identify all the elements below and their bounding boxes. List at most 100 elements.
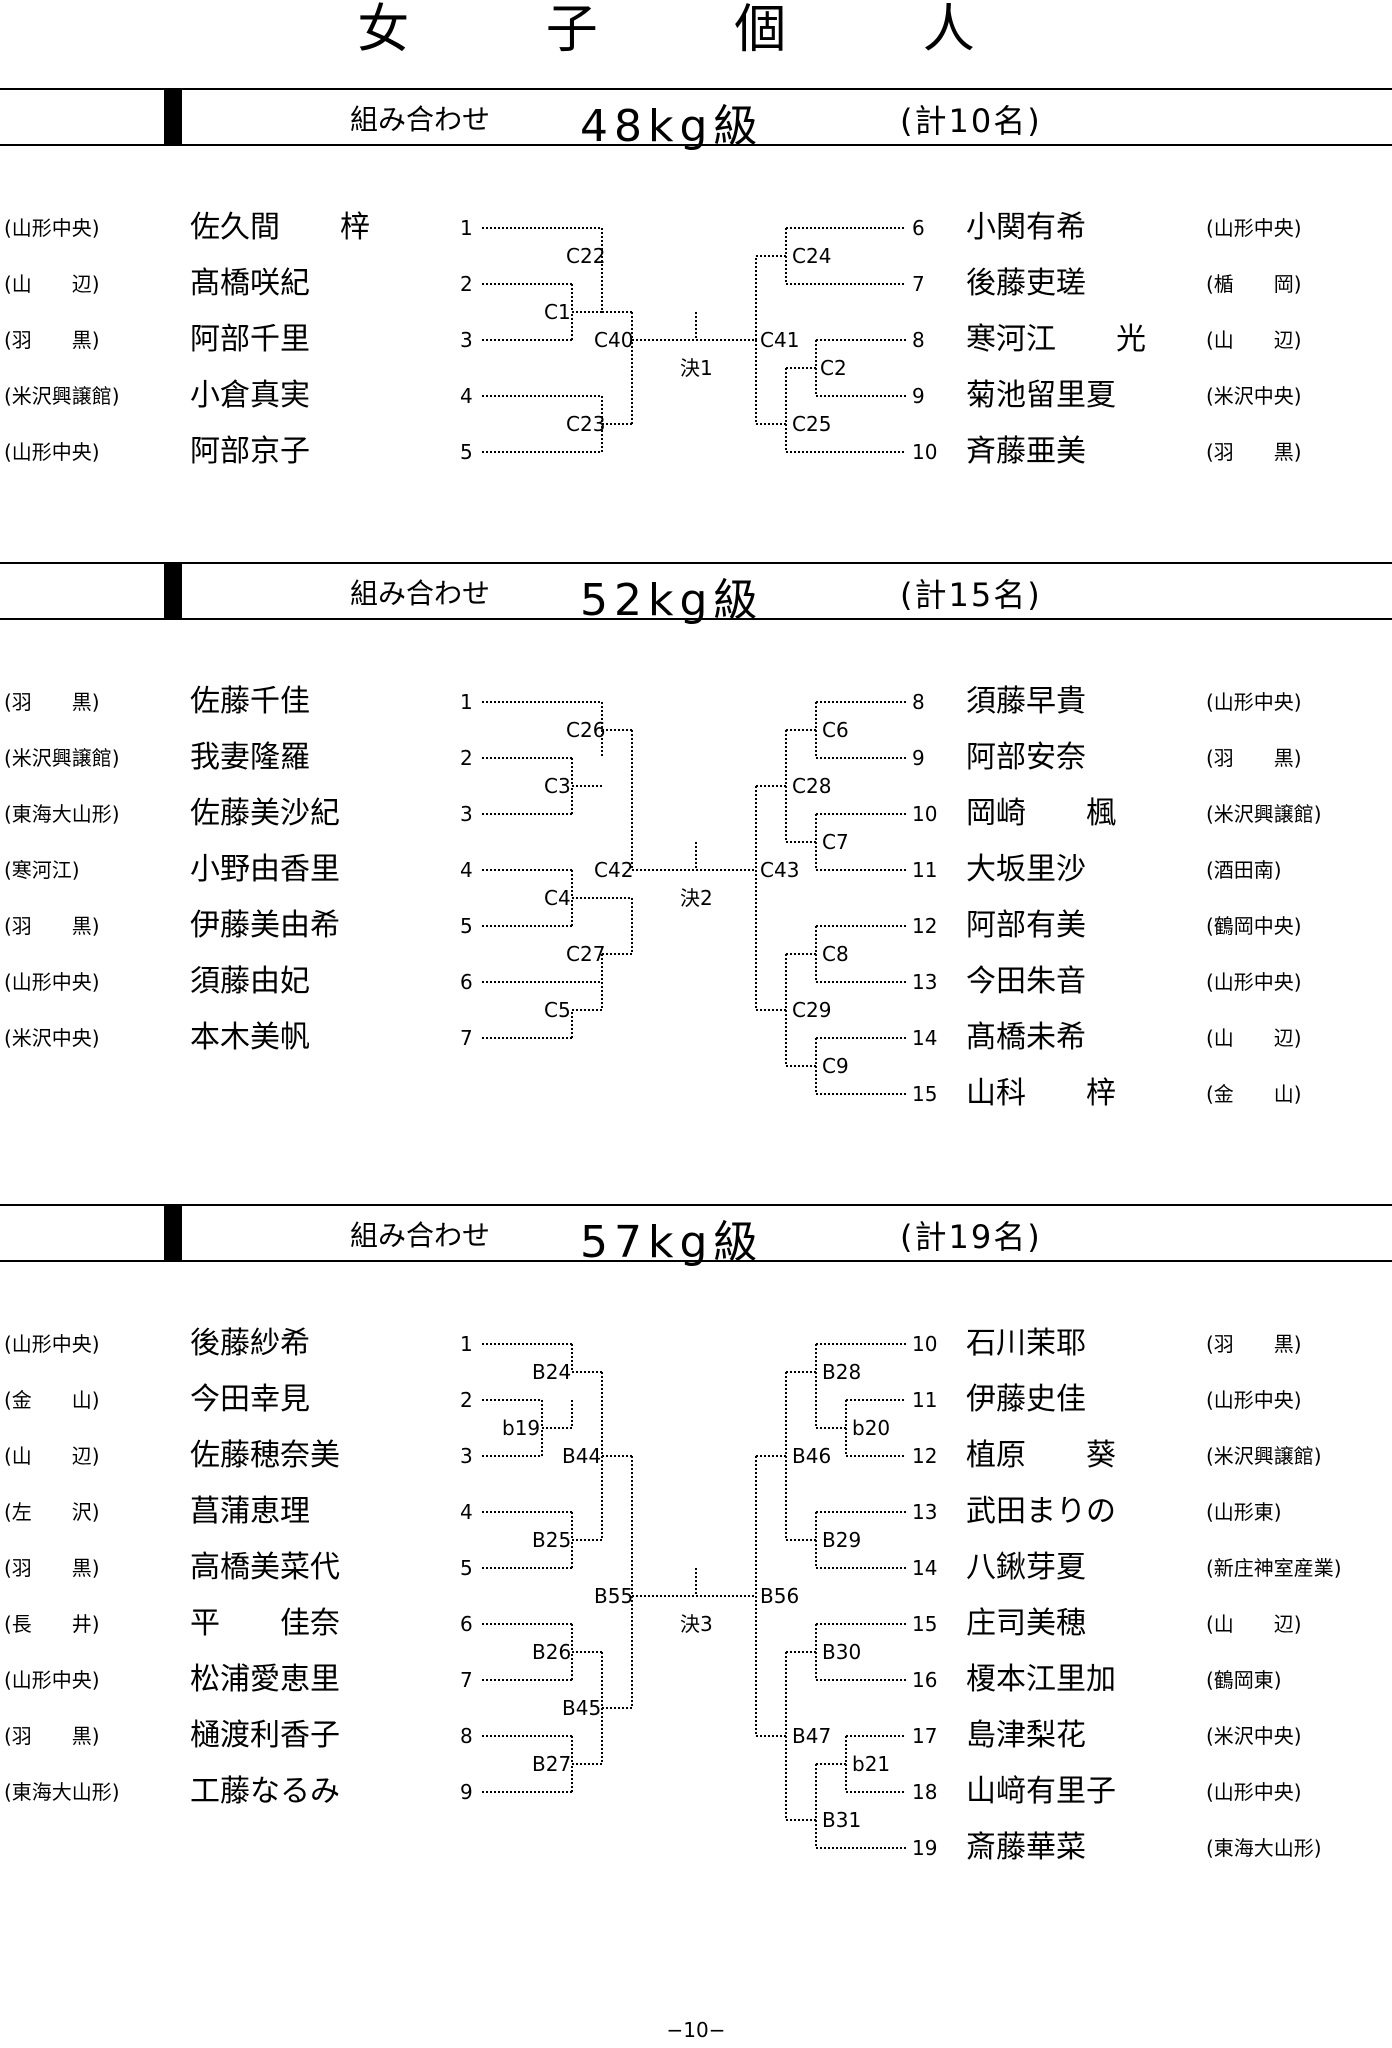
match-label: B44 <box>562 1444 602 1468</box>
entrant-name: 髙橋未希 <box>966 1020 1086 1055</box>
entrant-club: (長 井) <box>4 1612 100 1636</box>
entrant-name: 阿部千里 <box>190 322 310 357</box>
entrant-seed-number: 6 <box>912 216 925 240</box>
entrant-name: 須藤由妃 <box>190 964 310 999</box>
entrant-seed-number: 1 <box>460 690 473 714</box>
entrant-seed-number: 8 <box>912 690 925 714</box>
entrant-name: 庄司美穂 <box>966 1606 1086 1641</box>
entrant-club: (米沢興譲館) <box>4 384 120 408</box>
entrant-seed-number: 13 <box>912 1500 938 1524</box>
entrant-club: (山形中央) <box>1206 1388 1302 1412</box>
match-label: C3 <box>544 774 571 798</box>
match-label: C40 <box>594 328 634 352</box>
header-count: (計10名) <box>900 102 1042 140</box>
bracket-lines <box>482 227 906 453</box>
header-block <box>164 90 182 144</box>
entrant-name: 小野由香里 <box>190 852 340 887</box>
match-label: C27 <box>566 942 606 966</box>
entrant-seed-number: 15 <box>912 1612 938 1636</box>
entrant-seed-number: 12 <box>912 1444 938 1468</box>
entrant-club: (羽 黒) <box>4 1724 100 1748</box>
entrant-seed-number: 9 <box>912 384 925 408</box>
header-count: (計19名) <box>900 1218 1042 1256</box>
match-label: C24 <box>792 244 832 268</box>
match-label: C6 <box>822 718 849 742</box>
match-label: b21 <box>852 1752 891 1776</box>
entrant-name: 岡崎 楓 <box>966 796 1116 831</box>
match-label: C28 <box>792 774 832 798</box>
entrant-club: (米沢興譲館) <box>1206 802 1322 826</box>
entrant-name: 武田まりの <box>966 1494 1116 1529</box>
entrant-name: 佐藤美沙紀 <box>190 796 340 831</box>
entrant-seed-number: 6 <box>460 970 473 994</box>
entrant-seed-number: 10 <box>912 440 938 464</box>
entrant-name: 我妻隆羅 <box>190 740 310 775</box>
entrant-right-row: 13 武田まりの (山形東) <box>0 1492 1392 1532</box>
entrant-club: (金 山) <box>4 1388 100 1412</box>
entrant-name: 伊藤史佳 <box>966 1382 1086 1417</box>
match-label: B27 <box>532 1752 572 1776</box>
match-label: B47 <box>792 1724 832 1748</box>
header-count: (計15名) <box>900 576 1042 614</box>
entrant-name: 阿部有美 <box>966 908 1086 943</box>
match-label: C1 <box>544 300 571 324</box>
entrant-seed-number: 12 <box>912 914 938 938</box>
entrant-seed-number: 9 <box>460 1780 473 1804</box>
entrant-club: (鶴岡東) <box>1206 1668 1282 1692</box>
entrant-seed-number: 4 <box>460 384 473 408</box>
entrant-name: 植原 葵 <box>966 1438 1116 1473</box>
entrant-club: (山形中央) <box>4 1332 100 1356</box>
entrant-name: 八鍬芽夏 <box>966 1550 1086 1585</box>
entrant-name: 後藤紗希 <box>190 1326 310 1361</box>
entrant-name: 寒河江 光 <box>966 322 1146 357</box>
header-block <box>164 1206 182 1260</box>
entrant-seed-number: 1 <box>460 216 473 240</box>
entrant-club: (山形中央) <box>1206 690 1302 714</box>
match-label: C41 <box>760 328 800 352</box>
entrant-seed-number: 2 <box>460 746 473 770</box>
match-label: 決1 <box>680 356 713 380</box>
entrant-seed-number: 3 <box>460 802 473 826</box>
entrant-seed-number: 7 <box>460 1026 473 1050</box>
match-label: C26 <box>566 718 606 742</box>
entrant-club: (東海大山形) <box>4 802 120 826</box>
entrant-name: 斎藤華菜 <box>966 1830 1086 1865</box>
entrant-name: 佐藤穂奈美 <box>190 1438 340 1473</box>
match-label: C9 <box>822 1054 849 1078</box>
entrant-seed-number: 6 <box>460 1612 473 1636</box>
match-label: B31 <box>822 1808 862 1832</box>
entrant-name: 小関有希 <box>966 210 1086 245</box>
header-kumiawase: 組み合わせ <box>350 577 491 610</box>
entrant-name: 樋渡利香子 <box>190 1718 340 1753</box>
entrant-club: (山形東) <box>1206 1500 1282 1524</box>
entrant-name: 伊藤美由希 <box>190 908 340 943</box>
entrant-club: (米沢中央) <box>1206 1724 1302 1748</box>
entrant-club: (羽 黒) <box>1206 746 1302 770</box>
entrant-name: 佐久間 梓 <box>190 210 370 245</box>
entrant-seed-number: 2 <box>460 1388 473 1412</box>
section-header: 組み合わせ 48kg級 (計10名) <box>0 88 1392 152</box>
entrant-name: 本木美帆 <box>190 1020 310 1055</box>
match-label: b19 <box>502 1416 541 1440</box>
entrant-club: (左 沢) <box>4 1500 100 1524</box>
bracket-lines <box>482 701 906 1095</box>
entrant-seed-number: 4 <box>460 858 473 882</box>
entrant-club: (新庄神室産業) <box>1206 1556 1342 1580</box>
entrant-club: (米沢興譲館) <box>1206 1444 1322 1468</box>
entrant-name: 工藤なるみ <box>190 1774 340 1809</box>
